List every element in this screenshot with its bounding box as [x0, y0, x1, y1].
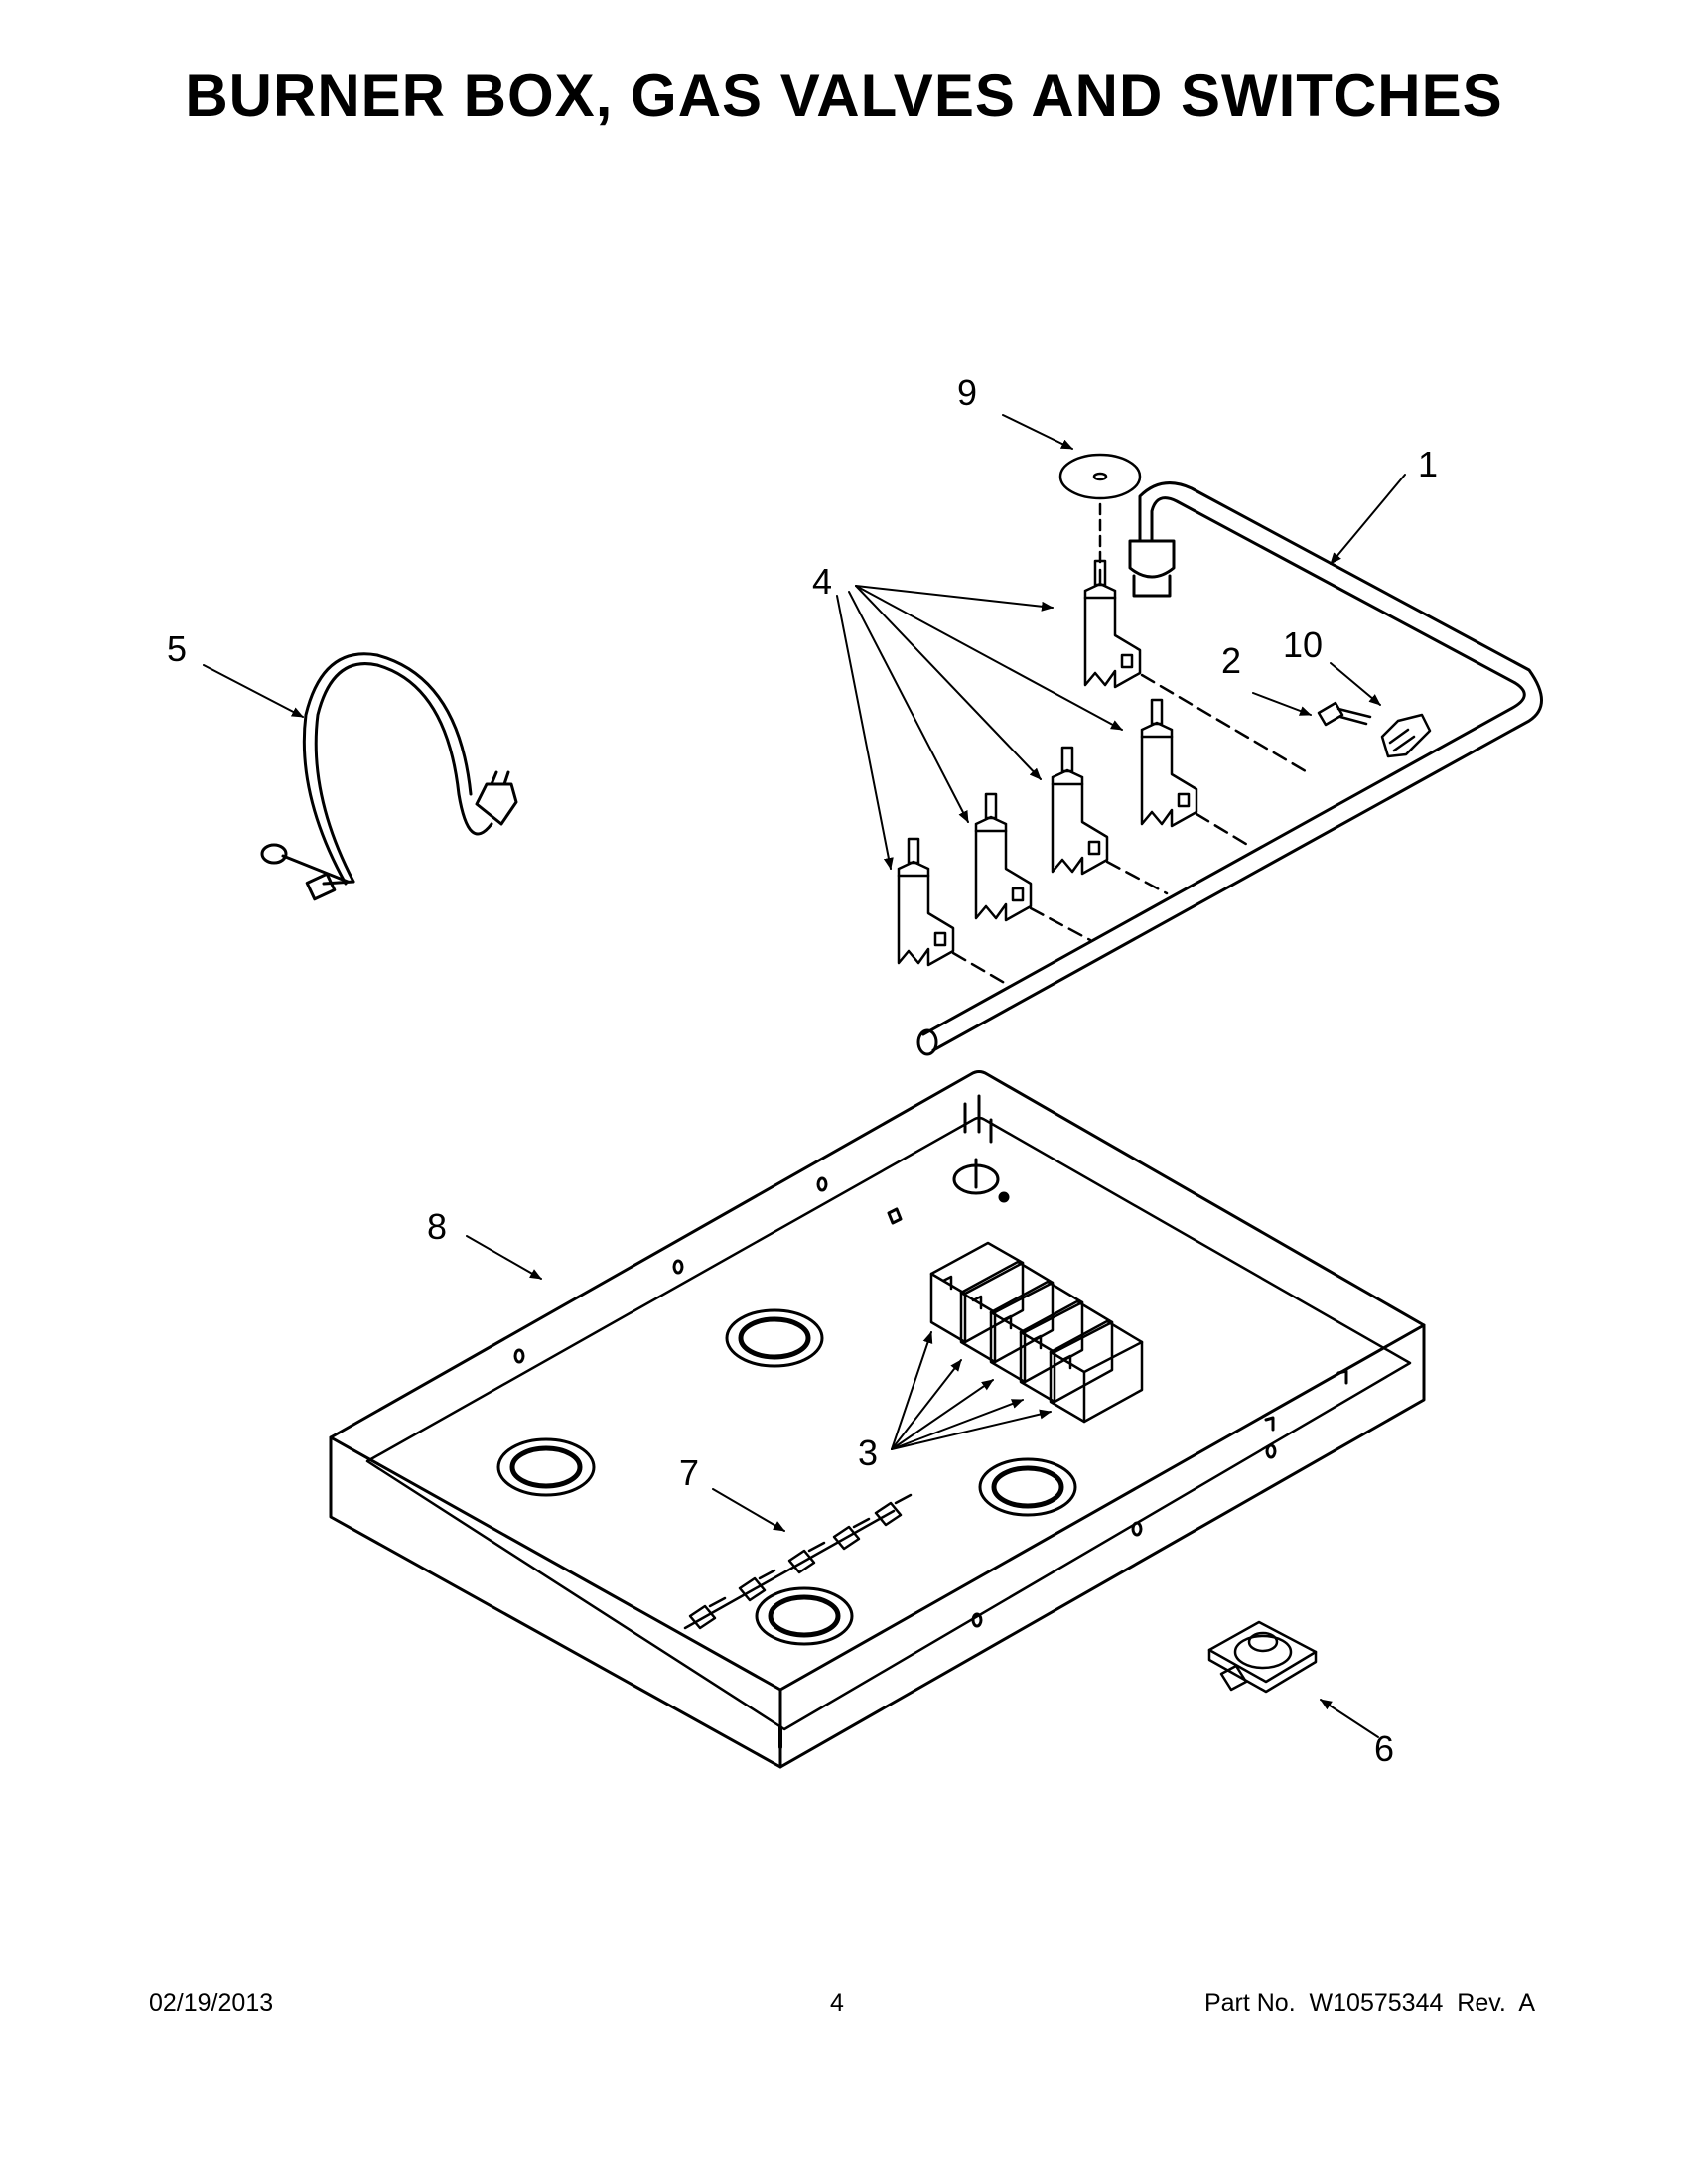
gas-valves	[897, 559, 1313, 987]
callout-3: 3	[858, 1433, 878, 1473]
callout-2: 2	[1221, 640, 1241, 681]
washer	[1058, 453, 1142, 570]
callout-10: 10	[1283, 624, 1323, 665]
power-cord	[260, 652, 518, 901]
callout-5: 5	[167, 628, 187, 669]
callout-4: 4	[812, 561, 832, 602]
burner-box	[329, 1070, 1426, 1769]
callout-6: 6	[1374, 1728, 1394, 1769]
gas-manifold-pipe	[916, 481, 1543, 1056]
footer-page-number: 4	[830, 1989, 844, 2017]
callout-1: 1	[1418, 444, 1438, 484]
spark-module	[1207, 1620, 1318, 1694]
leader-arrows	[203, 414, 1406, 1738]
callout-7: 7	[679, 1452, 699, 1493]
footer-date: 02/19/2013	[149, 1989, 274, 2017]
screw-and-clip	[1317, 701, 1432, 758]
callout-8: 8	[427, 1206, 447, 1247]
ignition-switch-blocks	[929, 1241, 1144, 1424]
page-title: BURNER BOX, GAS VALVES AND SWITCHES	[185, 63, 1503, 129]
spark-igniters	[683, 1493, 913, 1630]
footer-part-number: Part No. W10575344 Rev. A	[1203, 1989, 1535, 2017]
callout-9: 9	[957, 372, 977, 413]
